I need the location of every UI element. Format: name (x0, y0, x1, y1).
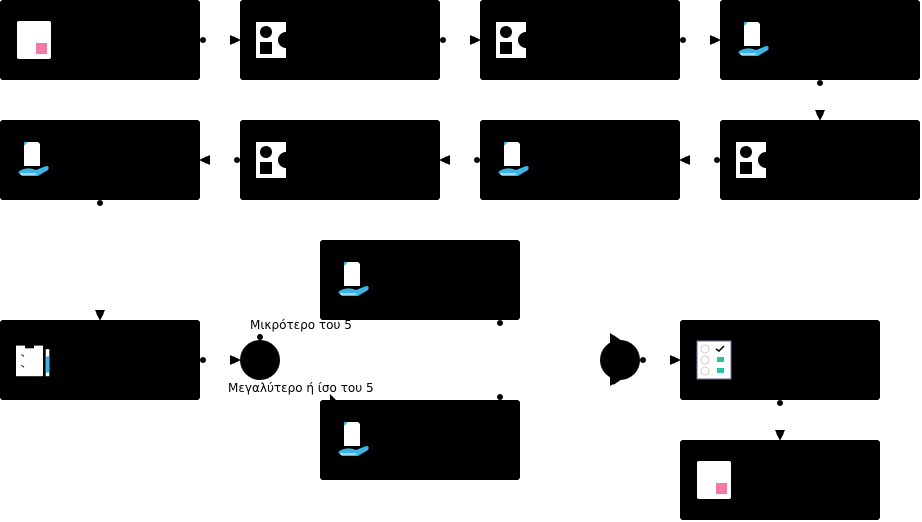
shapes-icon (256, 142, 292, 178)
edge (497, 320, 621, 343)
task-node[interactable] (480, 120, 680, 200)
merge-gateway[interactable] (600, 340, 640, 380)
edge (497, 377, 621, 400)
task-node[interactable] (680, 320, 880, 400)
shapes-icon (496, 22, 532, 58)
task-node[interactable] (720, 0, 920, 80)
task-node[interactable] (720, 120, 920, 200)
edge (259, 379, 321, 441)
hand-document-icon (738, 22, 769, 56)
hand-document-icon (338, 422, 369, 456)
edge-label-upper: Μικρότερο του 5 (250, 318, 352, 332)
hand-document-icon (498, 142, 529, 176)
task-node[interactable] (240, 0, 440, 80)
document-pink-square-icon (697, 461, 731, 499)
task-node[interactable] (320, 400, 520, 480)
task-node[interactable] (480, 0, 680, 80)
shapes-icon (736, 142, 772, 178)
clipboard-checklist-icon (16, 343, 50, 377)
task-node[interactable] (680, 440, 880, 520)
edge-label-lower: Μεγαλύτερο ή ίσο του 5 (228, 381, 374, 395)
task-node[interactable] (0, 120, 200, 200)
document-pink-square-icon (17, 21, 51, 59)
hand-document-icon (18, 142, 49, 176)
split-gateway[interactable] (240, 340, 280, 380)
task-node[interactable] (320, 240, 520, 320)
task-node[interactable] (0, 320, 200, 400)
shapes-icon (256, 22, 292, 58)
checklist-form-icon (696, 340, 732, 380)
edge (257, 279, 321, 340)
task-node[interactable] (0, 0, 200, 80)
task-node[interactable] (240, 120, 440, 200)
hand-document-icon (338, 262, 369, 296)
